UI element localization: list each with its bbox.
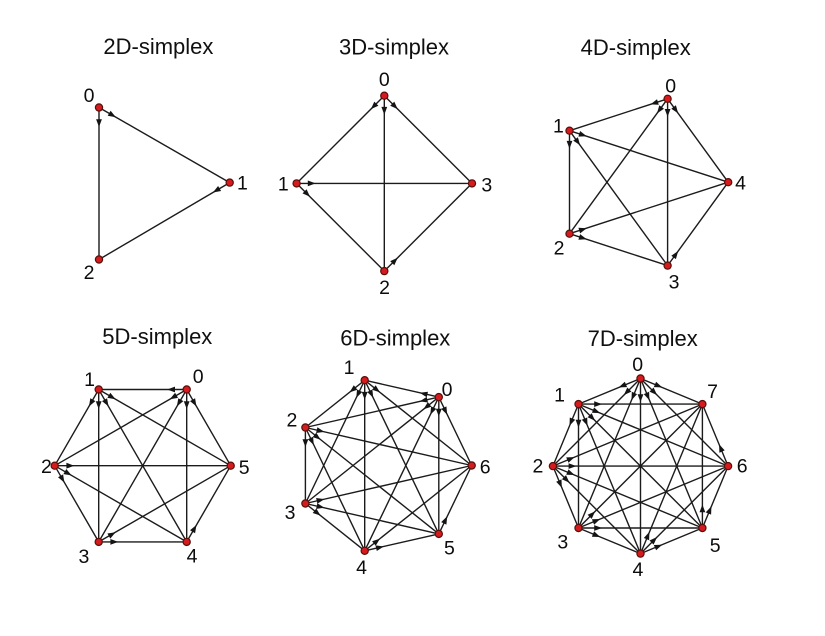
svg-text:5: 5 bbox=[710, 535, 721, 557]
svg-text:1: 1 bbox=[553, 116, 564, 138]
svg-text:2: 2 bbox=[41, 456, 52, 478]
svg-text:3: 3 bbox=[669, 272, 680, 294]
svg-text:2: 2 bbox=[84, 262, 95, 284]
svg-text:3: 3 bbox=[78, 546, 89, 568]
svg-text:2: 2 bbox=[532, 456, 543, 478]
svg-text:0: 0 bbox=[665, 76, 676, 98]
svg-text:4: 4 bbox=[632, 559, 643, 581]
svg-text:6: 6 bbox=[737, 456, 748, 478]
svg-text:0: 0 bbox=[193, 366, 204, 388]
svg-text:6D-simplex: 6D-simplex bbox=[340, 325, 450, 350]
svg-text:1: 1 bbox=[554, 384, 565, 406]
svg-text:4: 4 bbox=[356, 557, 367, 579]
svg-text:2: 2 bbox=[554, 238, 565, 260]
svg-text:0: 0 bbox=[442, 379, 453, 401]
svg-text:5D-simplex: 5D-simplex bbox=[102, 324, 212, 349]
svg-text:7: 7 bbox=[707, 381, 718, 403]
svg-text:0: 0 bbox=[84, 85, 95, 107]
svg-text:4: 4 bbox=[735, 172, 746, 194]
svg-text:4: 4 bbox=[187, 545, 198, 567]
svg-text:1: 1 bbox=[84, 369, 95, 391]
svg-text:5: 5 bbox=[444, 537, 455, 559]
svg-text:2D-simplex: 2D-simplex bbox=[103, 34, 213, 59]
svg-text:3: 3 bbox=[557, 532, 568, 554]
svg-text:0: 0 bbox=[379, 69, 390, 91]
svg-text:7D-simplex: 7D-simplex bbox=[588, 326, 698, 351]
svg-text:1: 1 bbox=[278, 174, 289, 196]
svg-text:5: 5 bbox=[239, 457, 250, 479]
svg-text:3D-simplex: 3D-simplex bbox=[339, 34, 449, 59]
svg-text:2: 2 bbox=[379, 277, 390, 299]
svg-text:3: 3 bbox=[481, 175, 492, 197]
svg-text:4D-simplex: 4D-simplex bbox=[581, 35, 691, 60]
svg-text:0: 0 bbox=[632, 354, 643, 376]
svg-text:3: 3 bbox=[285, 502, 296, 524]
svg-text:1: 1 bbox=[344, 357, 355, 379]
svg-text:6: 6 bbox=[480, 457, 491, 479]
svg-text:1: 1 bbox=[237, 173, 248, 195]
svg-text:2: 2 bbox=[286, 409, 297, 431]
